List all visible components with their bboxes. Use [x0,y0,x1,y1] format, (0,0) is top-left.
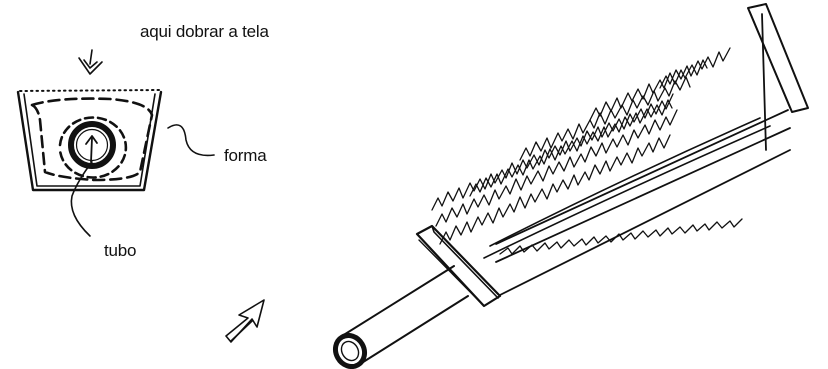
diagonal-arrow-icon [225,299,265,343]
cross-section-sketch [16,49,215,237]
trough-body [495,109,789,245]
protruding-tube [341,265,455,337]
fold-line [19,89,161,92]
bristle-texture [431,47,743,255]
tube-leader [70,161,93,237]
cloth-outline [30,97,154,182]
down-arrow-icon [78,49,103,75]
front-plate [415,224,502,308]
back-plate [747,3,809,113]
fold-here-label: aqui dobrar a tela [140,22,269,41]
tube-cross-section [68,121,116,169]
form-label: forma [224,146,267,165]
form-leader [167,124,215,157]
tube-label: tubo [104,241,137,260]
mold-perspective-drawing [332,3,809,369]
form-outline [16,90,163,192]
